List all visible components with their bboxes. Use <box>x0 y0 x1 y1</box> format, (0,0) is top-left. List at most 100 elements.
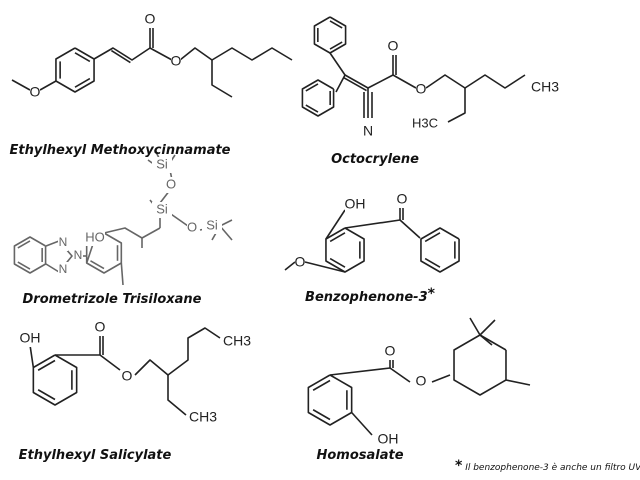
atom-label-bg <box>73 248 83 264</box>
bond <box>284 261 296 271</box>
atom-label: N <box>59 262 68 276</box>
bond <box>469 317 481 336</box>
atom-label-bg <box>388 39 398 55</box>
aromatic-bond <box>312 409 331 421</box>
aromatic-bond <box>329 41 343 50</box>
atom-label-bg <box>385 344 395 360</box>
atom-label: N <box>363 123 373 139</box>
atom-label: O <box>187 219 197 234</box>
aromatic-bond <box>329 257 346 268</box>
bond <box>351 411 373 436</box>
atom-label-bg <box>58 235 68 251</box>
bond <box>179 47 293 61</box>
atom-label-bg <box>397 192 407 208</box>
benzene-ring <box>325 227 365 273</box>
atom-label: OH <box>345 196 366 212</box>
atom-label-bg <box>58 262 68 278</box>
atom-label: Si <box>156 201 168 216</box>
atom-label: OH <box>20 330 41 346</box>
atom-label: O <box>295 254 306 270</box>
atom-label: N <box>74 248 83 262</box>
atom-label-bg <box>30 85 40 101</box>
aromatic-bond <box>17 240 31 249</box>
atom-label: O <box>416 81 427 97</box>
atom-label: Si <box>206 217 218 232</box>
footnote: * Il benzophenone-3 è anche un filtro UV… <box>455 458 640 474</box>
atom-label-bg <box>222 334 252 350</box>
benzene-ring <box>453 334 507 396</box>
aromatic-bond <box>90 260 105 270</box>
atom-label: O <box>145 11 156 27</box>
atom-label: O <box>122 368 133 384</box>
atom-label: CH3 <box>223 333 251 349</box>
bond <box>11 79 31 91</box>
bond <box>29 344 35 368</box>
benzophenone-3-label: Benzophenone-3 <box>305 290 428 305</box>
atom-label: O <box>385 343 396 359</box>
atom-label-bg <box>202 218 222 234</box>
bond <box>103 227 161 239</box>
footnote-text: Il benzophenone-3 è anche un filtro UVA <box>465 463 640 473</box>
footnote-marker: * <box>455 458 463 474</box>
bond <box>304 261 346 273</box>
atom-label: O <box>416 373 427 389</box>
atom-label: CH3 <box>189 409 217 425</box>
atom-label-bg <box>166 177 176 193</box>
atom-label-bg <box>188 410 218 426</box>
benzene-ring <box>13 236 47 274</box>
molecule-name-ethylhexyl-salicylate: Ethylhexyl Salicylate <box>18 448 172 463</box>
atom-label: O <box>166 176 176 191</box>
bond <box>447 88 466 123</box>
atom-label-bg <box>416 374 426 390</box>
atom-label: Si <box>156 156 168 171</box>
atom-label-bg <box>410 116 440 132</box>
double-bond <box>343 76 367 92</box>
atom-label-bg <box>416 82 426 98</box>
aromatic-bond <box>424 257 441 268</box>
atom-label-bg <box>378 432 398 448</box>
benzene-ring <box>32 354 78 406</box>
aromatic-bond <box>312 379 331 391</box>
atom-label-bg <box>152 202 172 218</box>
benzene-ring <box>307 374 353 426</box>
aromatic-bond <box>305 104 319 113</box>
atom-label: CH3 <box>531 79 559 95</box>
aromatic-bond <box>305 83 319 92</box>
bond <box>479 334 493 346</box>
benzene-ring <box>313 16 347 54</box>
atom-label-bg <box>145 12 155 28</box>
bond <box>39 80 57 91</box>
benzene-ring <box>55 47 95 93</box>
bond <box>325 209 346 240</box>
aromatic-bond <box>17 261 31 270</box>
bond <box>134 327 221 376</box>
atom-label-bg <box>295 255 305 271</box>
bond <box>93 47 173 61</box>
atom-label-bg <box>345 197 365 213</box>
atom-label: O <box>95 319 106 335</box>
bond <box>505 379 531 386</box>
molecule-name-octocrylene: Octocrylene <box>331 152 419 167</box>
atom-label-bg <box>20 331 40 347</box>
atom-label-bg <box>363 124 373 140</box>
aromatic-bond <box>329 20 343 29</box>
bond <box>479 319 496 336</box>
atom-label: H3C <box>412 115 438 130</box>
bond <box>329 52 346 93</box>
benzene-ring <box>420 227 460 273</box>
bond <box>211 60 233 98</box>
atom-label: O <box>388 38 399 54</box>
aromatic-bond <box>37 389 56 401</box>
bond <box>425 74 526 89</box>
aromatic-bond <box>329 232 346 243</box>
aromatic-bond <box>424 232 441 243</box>
atom-label: O <box>397 191 408 207</box>
atom-label: O <box>30 84 41 100</box>
atom-label-bg <box>95 320 105 336</box>
molecule-name-drometrizole-trisiloxane: Drometrizole Trisiloxane <box>22 292 202 307</box>
bond <box>55 354 121 371</box>
atom-label-bg <box>530 80 560 96</box>
atom-label: O <box>171 53 182 69</box>
atom-label-bg <box>152 157 172 173</box>
